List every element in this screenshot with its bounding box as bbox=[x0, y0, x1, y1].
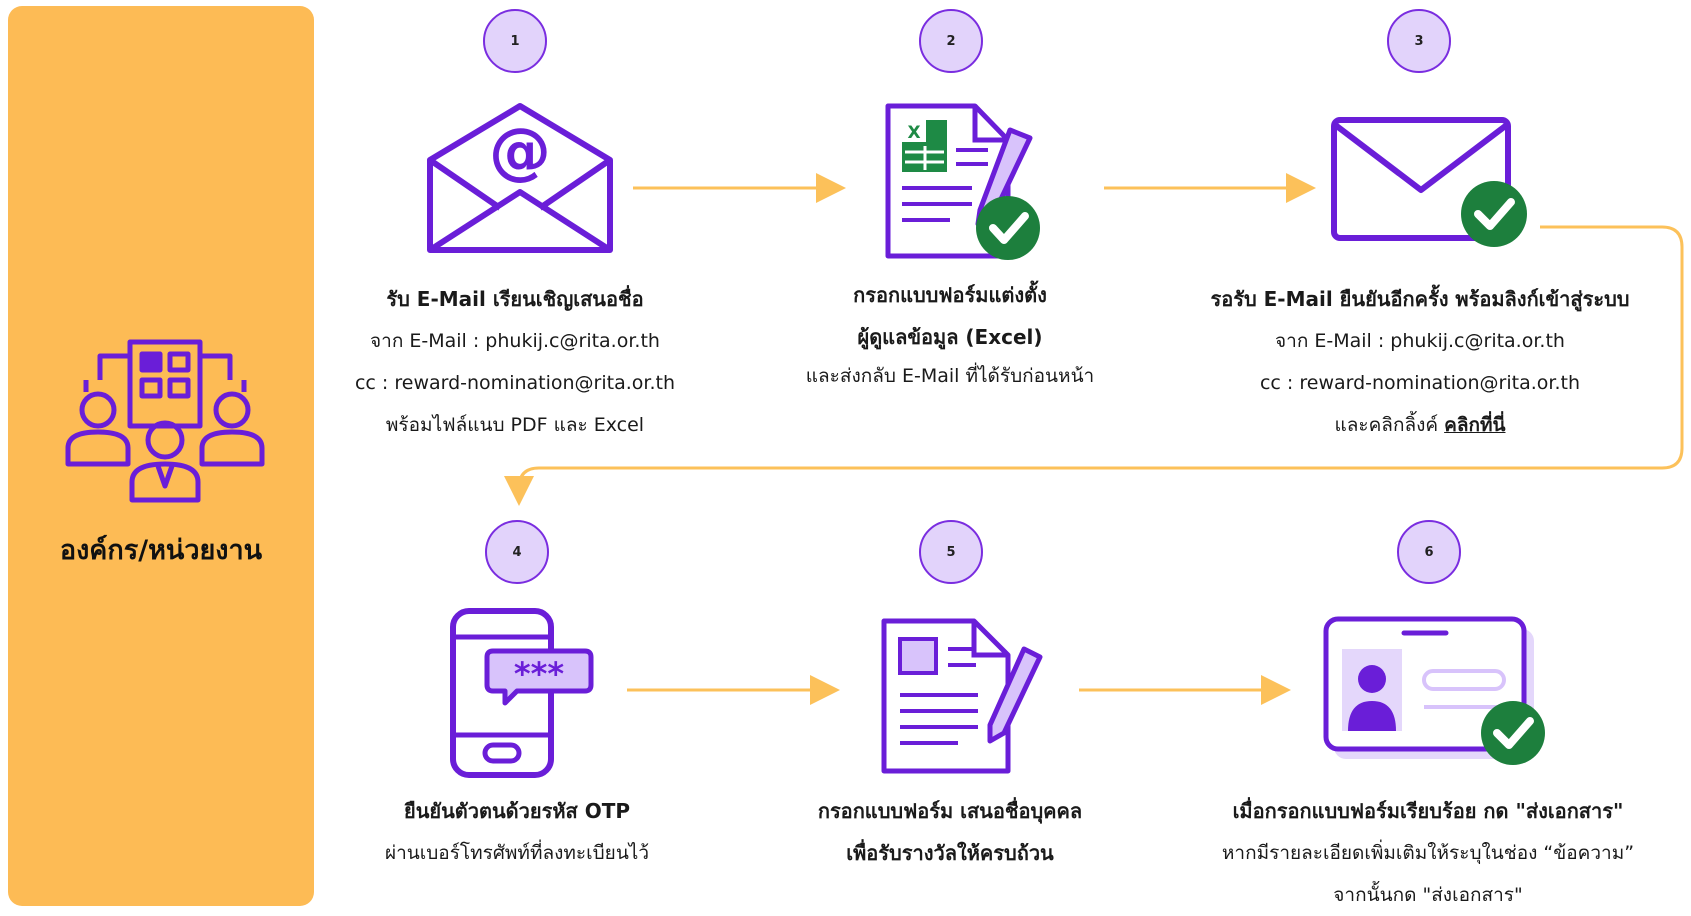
svg-text:X: X bbox=[907, 123, 920, 143]
svg-text:***: *** bbox=[514, 655, 564, 693]
arrow-3-4 bbox=[504, 225, 1684, 506]
step-2-title-2: ผู้ดูแลข้อมูล (Excel) bbox=[857, 325, 1043, 349]
step-6-caption: เมื่อกรอกแบบฟอร์มเรียบร้อย กด "ส่งเอกสาร… bbox=[1168, 790, 1688, 916]
step-4-line-1: ผ่านเบอร์โทรศัพท์ที่ลงทะเบียนไว้ bbox=[384, 842, 650, 864]
step-1-caption: รับ E-Mail เรียนเชิญเสนอชื่อ จาก E-Mail … bbox=[255, 278, 775, 446]
office-building-people-icon bbox=[65, 339, 265, 503]
step-1-line-2: cc : reward-nomination@rita.or.th bbox=[354, 372, 675, 394]
step-6-line-2: จากนั้นกด "ส่งเอกสาร" bbox=[1333, 884, 1523, 906]
step-3-link[interactable]: คลิกที่นี่ bbox=[1444, 414, 1506, 436]
step-3-title: รอรับ E-Mail ยืนยันอีกครั้ง พร้อมลิงก์เข… bbox=[1210, 287, 1630, 311]
step-4-number: 4 bbox=[485, 520, 549, 584]
svg-text:@: @ bbox=[489, 114, 551, 187]
step-3-line-2: cc : reward-nomination@rita.or.th bbox=[1259, 372, 1580, 394]
step-2-line-1: และส่งกลับ E-Mail ที่ได้รับก่อนหน้า bbox=[805, 365, 1095, 387]
flow-arrows bbox=[504, 173, 1684, 705]
step-6-line-1: หากมีรายละเอียดเพิ่มเติมให้ระบุในช่อง “ข… bbox=[1221, 842, 1635, 864]
step-2-number: 2 bbox=[919, 9, 983, 73]
step-3-link-prefix: และคลิกลิ้งค์ bbox=[1334, 414, 1445, 436]
phone-otp-icon: *** bbox=[450, 608, 594, 778]
form-pencil-icon bbox=[881, 618, 1043, 774]
envelope-check-icon bbox=[1331, 117, 1527, 247]
step-5-title: กรอกแบบฟอร์ม เสนอชื่อบุคคล bbox=[817, 799, 1083, 823]
step-4-caption: ยืนยันตัวตนด้วยรหัส OTP ผ่านเบอร์โทรศัพท… bbox=[257, 790, 777, 874]
step-6-number: 6 bbox=[1397, 520, 1461, 584]
step-3-caption: รอรับ E-Mail ยืนยันอีกครั้ง พร้อมลิงก์เข… bbox=[1160, 278, 1680, 446]
id-card-check-icon bbox=[1323, 616, 1545, 765]
step-5-title-2: เพื่อรับรางวัลให้ครบถ้วน bbox=[846, 841, 1054, 865]
step-1-line-3: พร้อมไฟล์แนบ PDF และ Excel bbox=[385, 414, 645, 436]
step-5-number: 5 bbox=[919, 520, 983, 584]
step-2-caption: กรอกแบบฟอร์มแต่งตั้ง ผู้ดูแลข้อมูล (Exce… bbox=[690, 274, 1210, 394]
organization-panel: องค์กร/หน่วยงาน bbox=[8, 6, 314, 906]
excel-form-check-icon: X bbox=[885, 103, 1040, 260]
step-4-title: ยืนยันตัวตนด้วยรหัส OTP bbox=[404, 799, 630, 823]
step-3-number: 3 bbox=[1387, 9, 1451, 73]
email-at-icon: @ bbox=[427, 103, 613, 253]
step-1-title: รับ E-Mail เรียนเชิญเสนอชื่อ bbox=[386, 287, 644, 311]
step-2-title: กรอกแบบฟอร์มแต่งตั้ง bbox=[853, 283, 1047, 307]
step-1-line-1: จาก E-Mail : phukij.c@rita.or.th bbox=[370, 330, 660, 352]
step-5-caption: กรอกแบบฟอร์ม เสนอชื่อบุคคล เพื่อรับรางวั… bbox=[690, 790, 1210, 874]
step-1-number: 1 bbox=[483, 9, 547, 73]
step-6-title: เมื่อกรอกแบบฟอร์มเรียบร้อย กด "ส่งเอกสาร… bbox=[1232, 799, 1624, 823]
step-3-line-1: จาก E-Mail : phukij.c@rita.or.th bbox=[1275, 330, 1565, 352]
organization-label: องค์กร/หน่วยงาน bbox=[59, 535, 263, 566]
